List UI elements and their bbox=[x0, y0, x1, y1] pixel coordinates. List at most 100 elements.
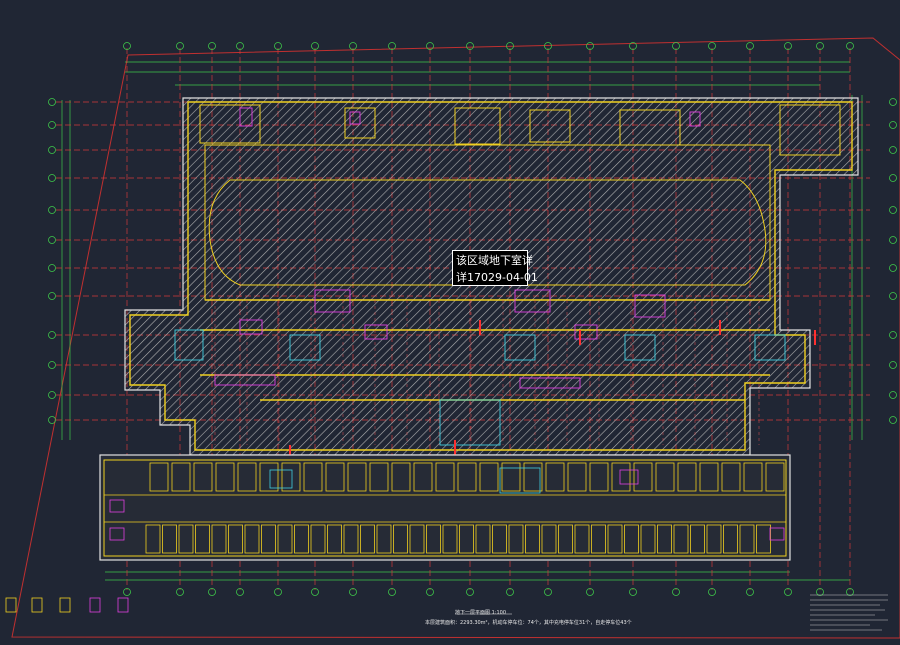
axis-bubble bbox=[889, 264, 897, 272]
axis-bubble bbox=[629, 588, 637, 596]
strip-room bbox=[369, 462, 389, 492]
axis-bubble bbox=[274, 42, 282, 50]
strip-room bbox=[589, 462, 609, 492]
parking-bay bbox=[277, 524, 293, 554]
strip-room bbox=[325, 462, 345, 492]
axis-bubble bbox=[236, 588, 244, 596]
column-grid bbox=[214, 300, 760, 445]
axis-bubble bbox=[746, 42, 754, 50]
axis-bubble bbox=[48, 236, 56, 244]
axis-bubble bbox=[176, 42, 184, 50]
axis-bubble bbox=[48, 206, 56, 214]
axis-bubble bbox=[311, 42, 319, 50]
parking-bay bbox=[492, 524, 507, 554]
parking-bay bbox=[739, 524, 755, 554]
strip-room bbox=[545, 462, 565, 492]
strip-room bbox=[523, 462, 543, 492]
strip-room bbox=[743, 462, 763, 492]
magenta-fixtures bbox=[214, 107, 701, 389]
wall-outlines bbox=[129, 101, 853, 451]
axis-bubble bbox=[48, 331, 56, 339]
axis-bubble bbox=[506, 42, 514, 50]
parking-bay bbox=[376, 524, 392, 554]
parking-bay bbox=[294, 524, 309, 554]
axis-bubbles bbox=[48, 42, 897, 596]
parking-bay bbox=[673, 524, 689, 554]
parking-bay bbox=[607, 524, 623, 554]
parking-bay bbox=[475, 524, 491, 554]
axis-bubble bbox=[311, 588, 319, 596]
axis-bubble bbox=[349, 588, 357, 596]
axis-bubble bbox=[889, 121, 897, 129]
axis-bubble bbox=[123, 588, 131, 596]
axis-bubble bbox=[889, 98, 897, 106]
axis-bubble bbox=[889, 331, 897, 339]
parking-bay bbox=[178, 524, 194, 554]
parking-bay bbox=[343, 524, 359, 554]
axis-bubble bbox=[846, 588, 854, 596]
parking-bay bbox=[211, 524, 227, 554]
parking-bay bbox=[162, 524, 177, 554]
axis-bubble bbox=[349, 42, 357, 50]
strip-room bbox=[413, 462, 433, 492]
axis-bubble bbox=[48, 391, 56, 399]
strip-room bbox=[633, 462, 653, 492]
parking-bay bbox=[706, 524, 722, 554]
axis-bubble bbox=[816, 42, 824, 50]
axis-bubble bbox=[426, 42, 434, 50]
parking-bay bbox=[591, 524, 606, 554]
axis-bubble bbox=[48, 98, 56, 106]
strip-room bbox=[347, 462, 367, 492]
strip-room bbox=[479, 462, 499, 492]
axis-bubble bbox=[48, 416, 56, 424]
strip-room bbox=[259, 462, 279, 492]
strip-lower-rooms bbox=[145, 524, 771, 554]
side-dimension-lines bbox=[61, 95, 863, 440]
axis-bubble bbox=[48, 121, 56, 129]
top-dimension-lines bbox=[125, 61, 850, 86]
axis-bubble bbox=[784, 42, 792, 50]
strip-room bbox=[567, 462, 587, 492]
parking-bay bbox=[228, 524, 243, 554]
parking-bay bbox=[624, 524, 639, 554]
axis-bubble bbox=[506, 588, 514, 596]
parking-bay bbox=[244, 524, 260, 554]
axis-bubble bbox=[586, 588, 594, 596]
strip-room bbox=[765, 462, 785, 492]
strip-room bbox=[391, 462, 411, 492]
axis-bubble bbox=[123, 42, 131, 50]
parking-bay bbox=[310, 524, 326, 554]
axis-bubble bbox=[48, 292, 56, 300]
axis-bubble bbox=[208, 42, 216, 50]
strip-room bbox=[501, 462, 521, 492]
axis-bubble bbox=[176, 588, 184, 596]
axis-bubble bbox=[388, 588, 396, 596]
axis-bubble bbox=[586, 42, 594, 50]
parking-bay bbox=[393, 524, 408, 554]
strip-room bbox=[457, 462, 477, 492]
strip-room bbox=[677, 462, 697, 492]
axis-bubble bbox=[48, 264, 56, 272]
axis-bubble bbox=[629, 42, 637, 50]
parking-bay bbox=[327, 524, 342, 554]
parking-bay bbox=[657, 524, 672, 554]
strip-upper-rooms bbox=[149, 462, 785, 492]
drawing-info: 本层建筑面积：2293.30m²，机动车停车位：74个，其中充电停车位31个，自… bbox=[425, 620, 632, 626]
notes-block bbox=[810, 594, 888, 631]
parking-bay bbox=[195, 524, 210, 554]
strip-room bbox=[655, 462, 675, 492]
parking-bay bbox=[145, 524, 161, 554]
strip-room bbox=[435, 462, 455, 492]
strip-room bbox=[303, 462, 323, 492]
axis-bubble bbox=[889, 206, 897, 214]
axis-bubble bbox=[889, 416, 897, 424]
parking-bay bbox=[360, 524, 375, 554]
strip-room bbox=[281, 462, 301, 492]
strip-fixtures bbox=[109, 469, 785, 541]
axis-bubble bbox=[274, 588, 282, 596]
parking-bay bbox=[459, 524, 474, 554]
axis-bubble bbox=[672, 588, 680, 596]
parking-bay bbox=[640, 524, 656, 554]
axis-bubble bbox=[544, 42, 552, 50]
